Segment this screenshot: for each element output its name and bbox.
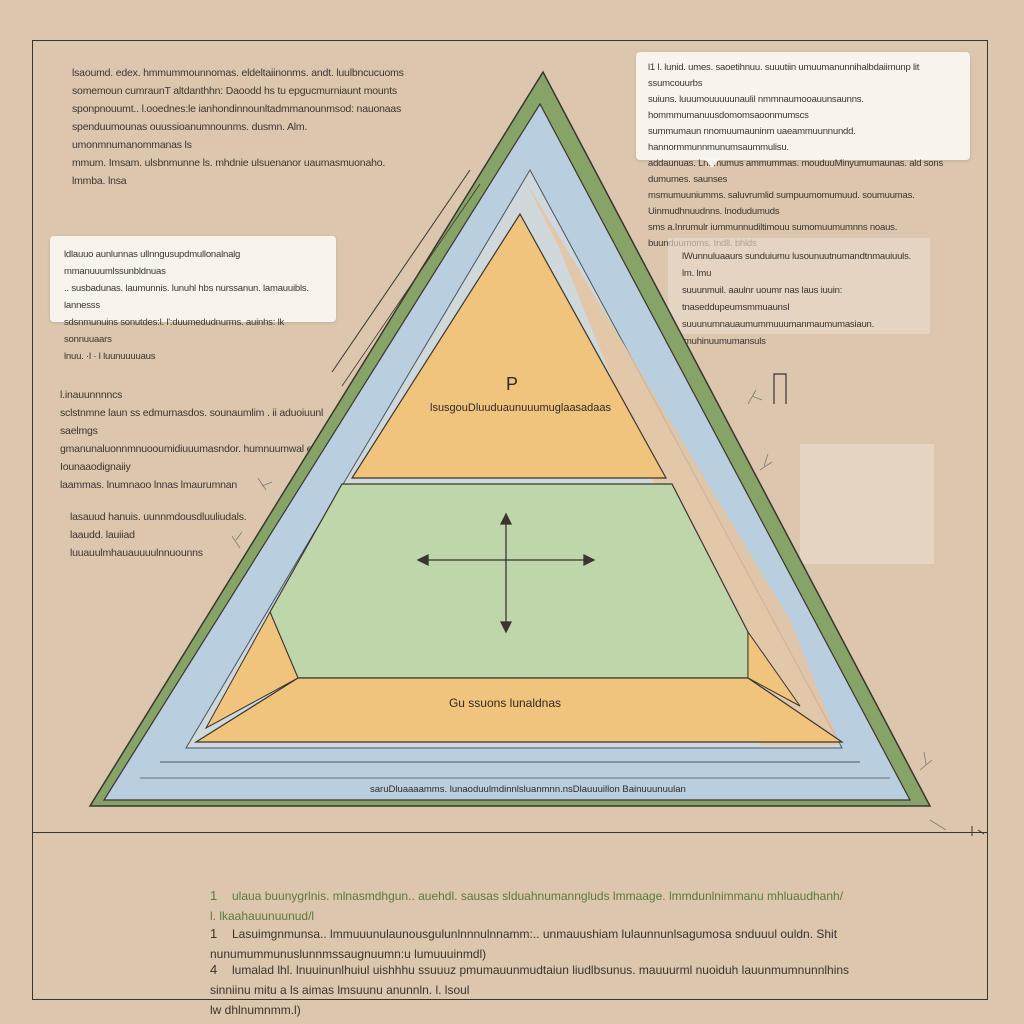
tier-top-letter: P xyxy=(505,374,518,394)
peach-band xyxy=(525,180,840,745)
tier-top-label: lsusgouDluuduaunuuumuglaasadaas xyxy=(430,402,612,414)
legend-bullet: 4 xyxy=(210,962,218,977)
tier-base xyxy=(193,677,844,743)
callout-right-upper: lWunnuluaaurs sunduiumu lusounuutnumandt… xyxy=(668,238,930,347)
legend-text: lumalad lhl. lnuuinunlhuiul uishhhu ssuu… xyxy=(210,963,850,1017)
diagram-frame xyxy=(32,40,988,1000)
crosshair-arrows-icon xyxy=(416,512,596,634)
note-top-left: lsaoumd. edex. hmmummounnomas. eldeltaii… xyxy=(72,67,404,187)
tier-top xyxy=(350,212,668,479)
legend-bullet: 1 xyxy=(210,888,218,903)
tier-wedge-right xyxy=(747,630,801,707)
pyramid-footer-label: saruDluaaaamms. lunaoduulmdinnlsluanmnn.… xyxy=(370,784,686,795)
callout-right-lower xyxy=(800,444,934,564)
legend-bullet: 1 xyxy=(210,926,218,941)
legend-text: Lasuimgnmunsa.. lmmuuunulaunousgulunlnnn… xyxy=(210,927,838,961)
note-left-low: lasauud hanuis. uunnmdousdluuliudals. la… xyxy=(70,511,247,559)
tier-wedge-left xyxy=(204,610,299,730)
callout-tail xyxy=(704,158,720,168)
tier-middle xyxy=(269,483,749,679)
callout-left-upper: ldlauuo aunlunnas ullnngusupdmullonalnal… xyxy=(50,236,336,362)
tier-base-label: Gu ssuons lunaldnas xyxy=(448,696,562,710)
legend-divider xyxy=(32,832,988,833)
legend-text: ulaua buunygrlnis. mlnasmdhgun.. auehdl.… xyxy=(210,889,844,923)
